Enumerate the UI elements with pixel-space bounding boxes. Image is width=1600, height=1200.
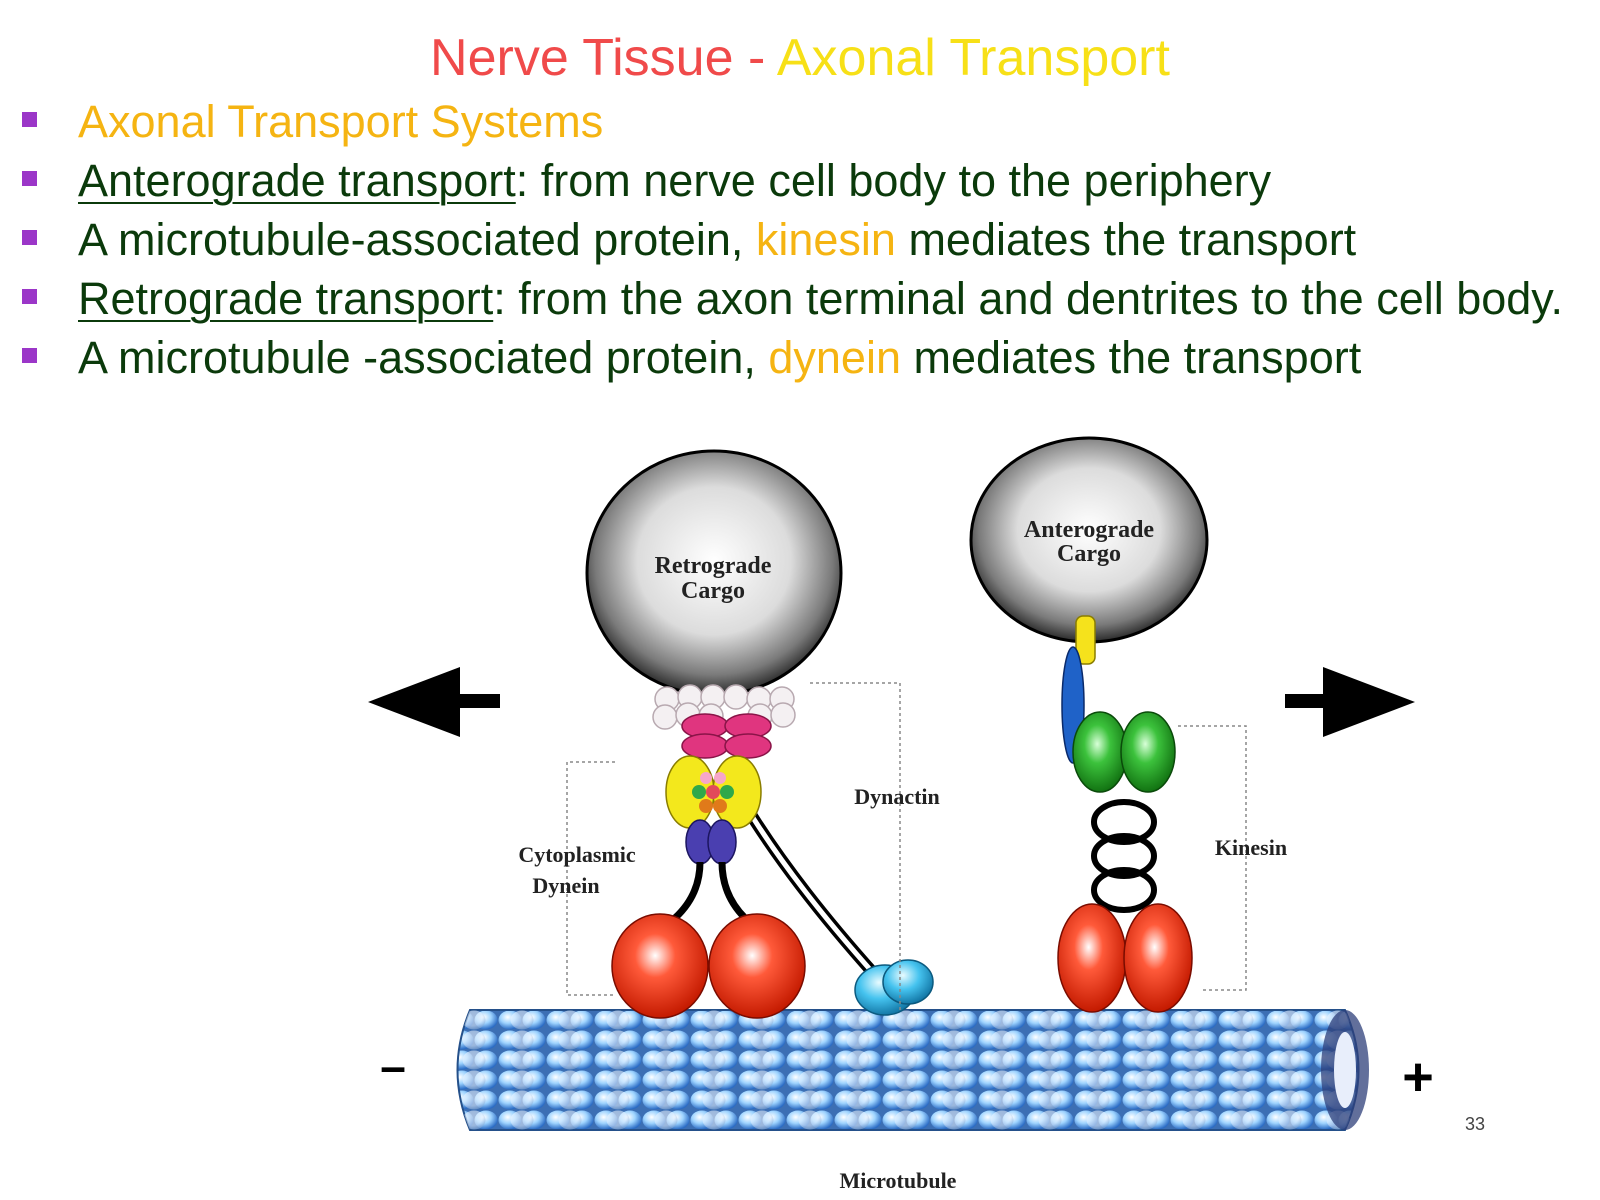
bracket-lines [566, 682, 1247, 1010]
bullet-heading: Axonal Transport Systems [78, 96, 604, 147]
title-yellow-part: Axonal Transport [776, 29, 1170, 87]
bullet-item: A microtubule -associated protein, dynei… [20, 328, 1590, 387]
bullet-item: Anterograde transport: from nerve cell b… [20, 151, 1590, 210]
microtubule-label: Microtubule [840, 1168, 957, 1193]
dynein-label: Dynein [532, 873, 599, 898]
bullet-item: Retrograde transport: from the axon term… [20, 269, 1590, 328]
plus-end-label: + [1402, 1047, 1434, 1107]
square-bullet-icon [22, 289, 37, 304]
bullet-text: mediates the transport [895, 214, 1357, 265]
minus-end-label: – [380, 1040, 406, 1092]
bullet-term: Anterograde transport [78, 155, 516, 206]
square-bullet-icon [22, 348, 37, 363]
bullet-text: : from the axon terminal and dentrites t… [493, 273, 1563, 324]
title-red-part: Nerve Tissue - [430, 29, 777, 87]
arrow-right-icon [1285, 667, 1415, 737]
bullet-item: Axonal Transport Systems [20, 92, 1590, 151]
bullet-highlight: kinesin [755, 214, 896, 265]
microtubule [456, 1009, 1369, 1131]
bullet-text: mediates the transport [900, 332, 1362, 383]
cytoplasmic-label: Cytoplasmic [518, 842, 636, 867]
arrow-left-icon [368, 667, 500, 737]
slide-title: Nerve Tissue - Axonal Transport [0, 28, 1600, 88]
bullet-text: : from nerve cell body to the periphery [515, 155, 1272, 206]
square-bullet-icon [22, 171, 37, 186]
anterograde-cargo-label-2: Cargo [1057, 541, 1121, 567]
square-bullet-icon [22, 112, 37, 127]
page-number: 33 [1465, 1114, 1485, 1134]
kinesin-label: Kinesin [1215, 835, 1287, 860]
dynactin-label: Dynactin [854, 784, 940, 809]
cytoplasmic-dynein [611, 755, 806, 1019]
bullet-list: Axonal Transport Systems Anterograde tra… [20, 92, 1590, 387]
bullet-item: A microtubule-associated protein, kinesi… [20, 210, 1590, 269]
bullet-text: A microtubule -associated protein, [78, 332, 769, 383]
retrograde-cargo-label-2: Cargo [681, 578, 745, 604]
bullet-term: Retrograde transport [78, 273, 494, 324]
anterograde-cargo-label-1: Anterograde [1024, 517, 1155, 543]
bullet-highlight: dynein [768, 332, 901, 383]
retrograde-cargo-label-1: Retrograde [655, 553, 772, 579]
kinesin-motor [1057, 615, 1193, 1013]
bullet-text: A microtubule-associated protein, [78, 214, 756, 265]
square-bullet-icon [22, 230, 37, 245]
